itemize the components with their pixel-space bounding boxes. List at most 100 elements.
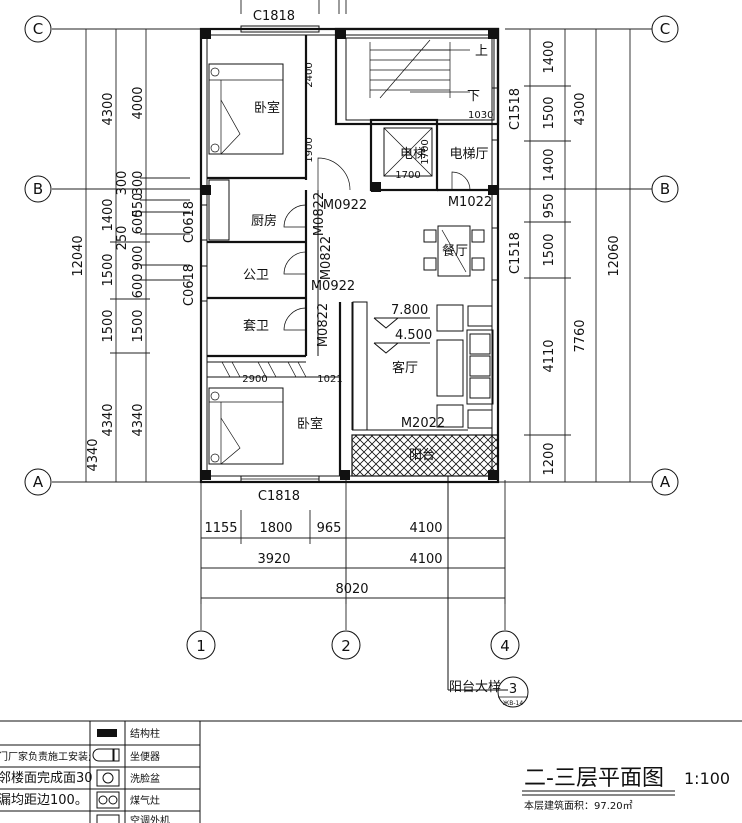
dim-left-4000: 4000 xyxy=(131,86,146,119)
svg-text:M0922: M0922 xyxy=(311,279,355,294)
svg-text:1:100: 1:100 xyxy=(684,769,730,788)
legend-table xyxy=(0,721,201,823)
living-sofa xyxy=(352,301,494,431)
svg-text:C1818: C1818 xyxy=(253,9,295,24)
axis-bubble-1: 1 xyxy=(186,630,216,660)
dim-right-total: 12060 xyxy=(607,235,622,276)
window-left-upper: C0618 xyxy=(182,201,208,243)
dim-right-7760: 7760 xyxy=(573,319,588,352)
dim-bottom-3920: 3920 xyxy=(257,552,290,567)
svg-text:阳台大样: 阳台大样 xyxy=(449,680,501,695)
svg-text:M2022: M2022 xyxy=(401,416,445,431)
structural-columns xyxy=(201,29,498,480)
dim-right-1500a: 1500 xyxy=(542,96,557,129)
svg-text:本层建筑面积：97.20㎡: 本层建筑面积：97.20㎡ xyxy=(524,799,633,812)
legend-item-stove: 煤气灶 xyxy=(130,794,160,807)
dim-right-4300: 4300 xyxy=(573,92,588,125)
left-dimensions: 4340 xyxy=(80,28,190,483)
legend-note-2: 邻楼面完成面30 xyxy=(0,771,93,786)
svg-text:B: B xyxy=(33,180,43,198)
door-kitchen: M0822 xyxy=(283,192,327,236)
door-elevator-hall: M1022 xyxy=(448,171,492,210)
svg-text:1: 1 xyxy=(196,637,206,655)
dim-right-1500b: 1500 xyxy=(542,233,557,266)
svg-text:电梯: 电梯 xyxy=(400,147,426,162)
dim-left-600a: 600 xyxy=(131,210,146,235)
room-ensuite: 套卫 xyxy=(243,318,269,334)
dim-bottom-4100a: 4100 xyxy=(409,521,442,536)
door-public-bath-top: M0922 xyxy=(311,279,355,294)
svg-text:1700: 1700 xyxy=(395,170,420,181)
dim-bottom-965: 965 xyxy=(317,521,342,536)
right-dimensions xyxy=(524,28,636,483)
dim-right-1200: 1200 xyxy=(542,442,557,475)
svg-text:1700: 1700 xyxy=(420,139,431,164)
dim-left-4340a: 4340 xyxy=(101,403,116,436)
window-bottom: C1818 xyxy=(240,475,320,504)
svg-text:1021: 1021 xyxy=(317,374,342,385)
window-right-lower: C1518 xyxy=(491,227,523,281)
bed-bottom xyxy=(208,387,284,465)
axis-bubble-4: 4 xyxy=(490,630,520,660)
svg-text:下: 下 xyxy=(467,89,480,104)
legend-item-toilet: 坐便器 xyxy=(130,750,160,763)
dim-left-total: 12040 xyxy=(71,235,86,276)
svg-text:C1518: C1518 xyxy=(508,232,523,274)
window-right-upper: C1518 xyxy=(491,87,523,141)
elevator: 电梯 1700 1700 xyxy=(383,127,433,181)
svg-text:C: C xyxy=(660,20,670,38)
svg-text:A: A xyxy=(33,473,44,491)
svg-text:C1818: C1818 xyxy=(258,489,300,504)
stair: 上 下 1030 xyxy=(369,39,493,121)
balcony-detail-callout: 阳台大样 3 ЖВ-14 xyxy=(447,476,529,708)
legend-note-3: 漏均距边100。 xyxy=(0,792,88,808)
dim-left-600b: 600 xyxy=(131,274,146,299)
dim-left-1400: 1400 xyxy=(101,198,116,231)
svg-text:7.800: 7.800 xyxy=(391,303,428,318)
room-kitchen: 厨房 xyxy=(251,213,277,229)
dim-bottom-1800: 1800 xyxy=(259,521,292,536)
bed-top xyxy=(208,63,284,155)
room-balcony: 阳台 xyxy=(409,448,435,463)
window-left-lower: C0618 xyxy=(182,264,208,306)
dim-left-1500b: 1500 xyxy=(101,309,116,342)
axis-bubble-b-left: B xyxy=(24,175,52,203)
legend-item-column: 结构柱 xyxy=(130,727,160,740)
legend-symbols xyxy=(92,729,120,823)
window-top: C1818 xyxy=(240,9,320,33)
svg-text:4.500: 4.500 xyxy=(395,328,432,343)
svg-text:B: B xyxy=(660,180,670,198)
legend-item-basin: 洗脸盆 xyxy=(130,772,160,785)
title-block: 二-三层平面图 1:100 本层建筑面积：97.20㎡ xyxy=(522,766,730,812)
room-living: 客厅 xyxy=(392,360,418,376)
dim-left-550: 550 xyxy=(131,193,146,218)
axis-bubble-a-left: A xyxy=(24,468,52,496)
door-ensuite: M0822 xyxy=(283,303,331,347)
svg-text:1030: 1030 xyxy=(468,110,493,121)
svg-text:M0822: M0822 xyxy=(316,303,331,347)
dim-right-1400a: 1400 xyxy=(542,40,557,73)
legend-item-ac: 空调外机 xyxy=(130,814,170,823)
axis-bubble-a-right: A xyxy=(651,468,679,496)
dim-right-1400b: 1400 xyxy=(542,148,557,181)
dim-left-900: 900 xyxy=(131,246,146,271)
svg-text:C0618: C0618 xyxy=(182,201,197,243)
svg-text:A: A xyxy=(660,473,671,491)
axis-bubble-2: 2 xyxy=(331,630,361,660)
dim-left-300: 300 xyxy=(131,171,146,196)
door-bedroom-top: M0922 xyxy=(317,157,367,213)
room-elevator-hall: 电梯厅 xyxy=(449,147,488,162)
room-bedroom-top: 卧室 xyxy=(254,100,280,116)
svg-text:3: 3 xyxy=(509,682,517,697)
svg-text:C: C xyxy=(33,20,43,38)
axis-bubble-b-right: B xyxy=(651,175,679,203)
dim-left-4340b: 4340 xyxy=(131,403,146,436)
svg-text:2: 2 xyxy=(341,637,351,655)
dim-bottom-total: 8020 xyxy=(335,582,368,597)
room-public-bath: 公卫 xyxy=(243,268,269,283)
door-public-bath: M0822 xyxy=(283,236,334,280)
svg-text:M0922: M0922 xyxy=(323,198,367,213)
svg-text:4340: 4340 xyxy=(86,438,101,471)
dim-left-4300: 4300 xyxy=(101,92,116,125)
